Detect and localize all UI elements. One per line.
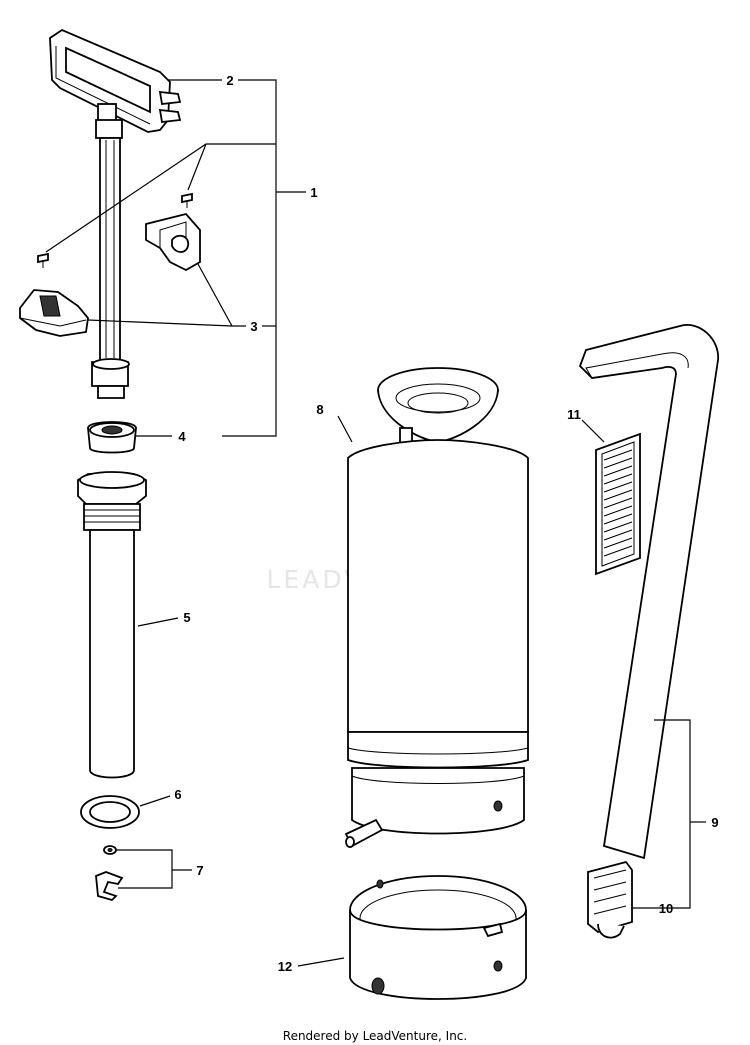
- part-screw-2: [181, 192, 193, 208]
- callout-11: 11: [567, 407, 581, 422]
- part-strap-buckle: [587, 860, 633, 939]
- part-washer: [103, 845, 117, 855]
- part-clip-right: [145, 212, 201, 272]
- callout-4: 4: [178, 429, 186, 444]
- callout-6: 6: [174, 787, 181, 802]
- callout-3: 3: [250, 319, 257, 334]
- callout-8: 8: [316, 402, 323, 417]
- part-wing-nut: [95, 871, 124, 902]
- callout-9: 9: [711, 815, 718, 830]
- part-screw-1: [37, 252, 49, 268]
- callouts: 2 1 3 4 5 6 7 8 9 10 11 12: [174, 73, 718, 974]
- part-o-ring: [80, 795, 140, 829]
- callout-2: 2: [226, 73, 233, 88]
- part-clip-left: [19, 289, 89, 337]
- callout-12: 12: [278, 959, 292, 974]
- part-cylinder: [77, 471, 147, 779]
- part-base-ring: [349, 875, 527, 1000]
- part-strap: [578, 324, 719, 860]
- part-cup-seal: [87, 421, 137, 454]
- footer-credit: Rendered by LeadVenture, Inc.: [283, 1029, 467, 1043]
- callout-5: 5: [183, 610, 190, 625]
- callout-1: 1: [310, 185, 317, 200]
- part-buckle-plate: [595, 432, 641, 576]
- part-handle: [49, 28, 182, 133]
- part-tank: [344, 367, 529, 848]
- callout-7: 7: [196, 863, 203, 878]
- leader-lines: [45, 79, 706, 967]
- callout-10: 10: [659, 901, 673, 916]
- part-pump-rod: [91, 119, 130, 399]
